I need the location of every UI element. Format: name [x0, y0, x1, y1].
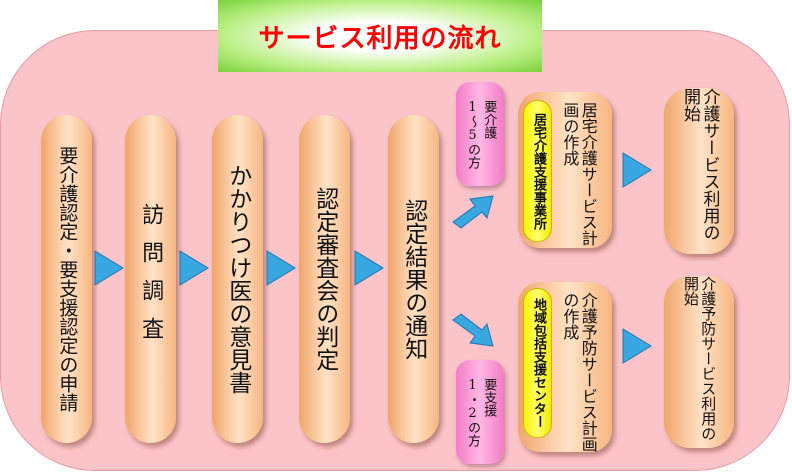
arrow-right-icon — [266, 250, 296, 286]
arrow-right-icon — [622, 152, 652, 188]
step-result-notice-label: 認定結果の通知 — [400, 198, 427, 360]
support-plan-label: 介護予防サービス計画の作成 — [560, 292, 598, 452]
step-result-notice: 認定結果の通知 — [388, 115, 439, 443]
step-home-visit-label: 訪問調査 — [138, 203, 164, 355]
title-banner: サービス利用の流れ — [218, 0, 542, 72]
support-service-start-label: 介護予防サービス利用の開始 — [682, 276, 718, 441]
arrow-up-right-icon — [452, 195, 494, 229]
step-application-label: 要介護認定・要支援認定の申請 — [56, 146, 79, 412]
care-service-start: 介護サービス利用の開始 — [664, 88, 734, 254]
step-doctor-opinion: かかりつけ医の意見書 — [212, 115, 263, 443]
step-committee-decision: 認定審査会の判定 — [299, 115, 350, 443]
support-office-label: 地域包括支援センター — [530, 298, 546, 428]
support-office-badge: 地域包括支援センター — [523, 288, 552, 438]
arrow-right-icon — [354, 250, 384, 286]
care-service-start-label: 介護サービス利用の開始 — [680, 88, 720, 241]
arrow-right-icon — [94, 250, 124, 286]
arrow-down-right-icon — [452, 313, 494, 347]
page-title: サービス利用の流れ — [258, 23, 502, 54]
branch-label-support-text: 要支援 1・2の方 — [465, 377, 497, 447]
branch-label-care-text: 要介護 1～5の方 — [465, 99, 497, 169]
care-plan-label: 居宅介護サービス計画の作成 — [560, 102, 598, 246]
step-doctor-opinion-label: かかりつけ医の意見書 — [224, 164, 251, 394]
step-committee-decision-label: 認定審査会の判定 — [311, 187, 338, 371]
care-plan-box: 居宅介護支援事業所 居宅介護サービス計画の作成 — [518, 92, 612, 248]
arrow-right-icon — [622, 328, 652, 364]
step-application: 要介護認定・要支援認定の申請 — [41, 115, 92, 443]
step-home-visit: 訪問調査 — [125, 115, 176, 443]
branch-label-care: 要介護 1～5の方 — [456, 82, 504, 186]
care-office-badge: 居宅介護支援事業所 — [523, 100, 552, 242]
care-office-label: 居宅介護支援事業所 — [530, 112, 546, 230]
branch-label-support: 要支援 1・2の方 — [456, 360, 504, 464]
arrow-right-icon — [179, 250, 209, 286]
support-service-start: 介護予防サービス利用の開始 — [664, 276, 734, 448]
support-plan-box: 地域包括支援センター 介護予防サービス計画の作成 — [518, 282, 612, 452]
